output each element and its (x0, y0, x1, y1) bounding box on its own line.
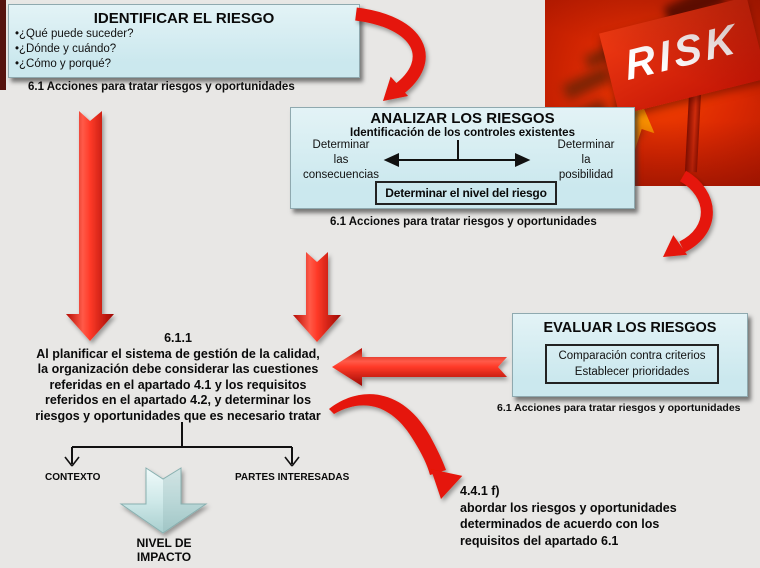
horizontal-arrow-evaluate (332, 348, 507, 386)
impact-arrow (119, 467, 208, 534)
evaluate-box-title: EVALUAR LOS RIESGOS (543, 320, 717, 336)
clause-line: referidas en el apartado 4.1 y los requi… (49, 377, 307, 392)
identify-risk-box: IDENTIFICAR EL RIESGO •¿Qué puede sucede… (8, 4, 360, 78)
determine-possibility-label: Determinar la posibilidad (557, 139, 615, 181)
curved-arrow-identify-to-analyze (355, 7, 426, 101)
determine-risk-level-box: Determinar el nivel del riesgo (375, 181, 557, 205)
analyze-box-title: ANALIZAR LOS RIESGOS (370, 110, 555, 127)
clause-heading: 6.1.1 (164, 331, 192, 345)
vertical-arrow-left (66, 111, 114, 341)
analyze-caption: 6.1 Acciones para tratar riesgos y oport… (330, 216, 597, 228)
evaluate-risks-box: EVALUAR LOS RIESGOS Comparación contra c… (512, 313, 748, 397)
evaluate-caption: 6.1 Acciones para tratar riesgos y oport… (497, 402, 741, 414)
criteria-box: Comparación contra criterios Establecer … (545, 344, 719, 384)
clause-line: la organización debe considerar las cues… (37, 362, 319, 376)
identify-caption: 6.1 Acciones para tratar riesgos y oport… (28, 81, 295, 93)
clause-line: Al planificar el sistema de gestión de l… (36, 346, 320, 361)
interested-parties-label: PARTES INTERESADAS (235, 472, 350, 483)
note-line: determinados de acuerdo con los (460, 517, 660, 531)
clause-line: riesgos y oportunidades que es necesario… (35, 408, 321, 423)
clause-line: referidos en el apartado 4.2, y determin… (44, 393, 312, 407)
identify-box-title: IDENTIFICAR EL RIESGO (93, 10, 275, 27)
note-line: abordar los riesgos y oportunidades (460, 500, 677, 515)
central-clause-text: 6.1.1 Al planificar el sistema de gestió… (8, 331, 348, 424)
note-line: requisitos del apartado 6.1 (460, 533, 619, 548)
identify-bullet: •¿Qué puede suceder? (15, 28, 134, 40)
curved-arrow-photo-to-evaluate (663, 170, 713, 257)
impact-label: NIVEL DE IMPACTO (136, 536, 192, 564)
analyze-risks-box: ANALIZAR LOS RIESGOS Identificación de l… (290, 107, 635, 209)
determine-consequences-label: Determinar las consecuencias (302, 139, 380, 181)
context-label: CONTEXTO (45, 472, 101, 483)
vertical-arrow-middle (293, 252, 341, 342)
note-heading: 4.4.1 f) (460, 484, 500, 498)
left-edge-strip (0, 0, 6, 90)
swoosh-arrow-to-note (329, 394, 463, 499)
note-441: 4.4.1 f) abordar los riesgos y oportunid… (460, 483, 677, 549)
branch-connector (64, 422, 300, 467)
analyze-subtitle: Identificación de los controles existent… (350, 127, 575, 139)
identify-bullet: •¿Cómo y porqué? (15, 58, 112, 70)
identify-bullet: •¿Dónde y cuándo? (15, 43, 117, 55)
